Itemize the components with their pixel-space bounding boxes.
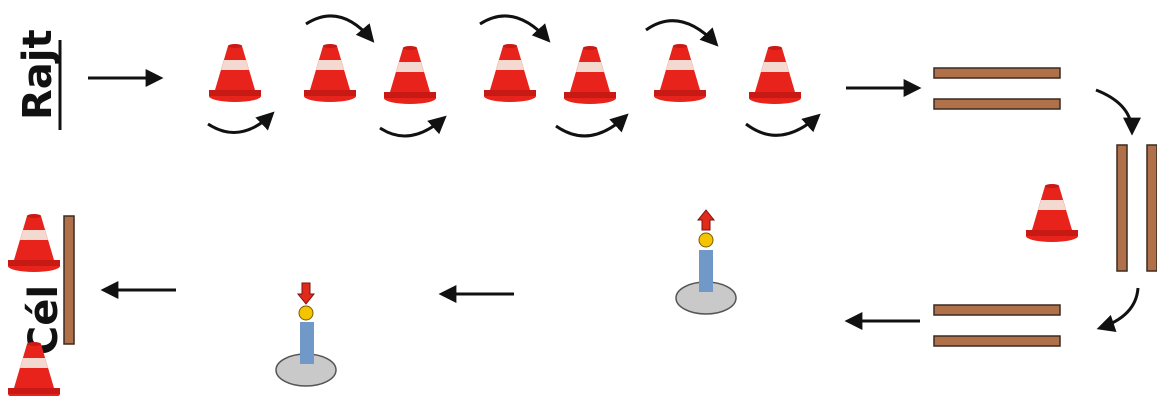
cone-icon bbox=[1026, 184, 1078, 242]
slalom-arrow-below bbox=[555, 113, 629, 138]
slalom-arrow-below bbox=[745, 113, 821, 137]
slalom-arrow-above bbox=[645, 19, 719, 47]
slalom-arrow-above bbox=[479, 14, 551, 43]
turn-arrow bbox=[1096, 287, 1140, 332]
turn-arrow bbox=[1095, 88, 1141, 136]
plank-icon bbox=[1116, 144, 1128, 272]
slalom-arrow-below bbox=[207, 111, 275, 134]
cone-icon bbox=[484, 44, 536, 102]
slalom-arrow-below bbox=[379, 115, 447, 138]
cone-icon bbox=[564, 46, 616, 104]
cone-icon bbox=[8, 342, 60, 396]
cone-icon bbox=[654, 44, 706, 102]
plank-icon bbox=[933, 98, 1061, 110]
target-post-icon bbox=[675, 209, 737, 315]
cone-icon bbox=[209, 44, 261, 102]
slalom-arrow-above bbox=[305, 14, 375, 43]
plank-icon bbox=[1146, 144, 1157, 272]
cone-icon bbox=[749, 46, 801, 104]
plank-icon bbox=[933, 67, 1061, 79]
plank-icon bbox=[63, 215, 75, 345]
target-post-icon bbox=[275, 282, 337, 387]
plank-icon bbox=[933, 335, 1061, 347]
cone-icon bbox=[384, 46, 436, 104]
cone-icon bbox=[8, 214, 60, 272]
cone-icon bbox=[304, 44, 356, 102]
plank-icon bbox=[933, 304, 1061, 316]
